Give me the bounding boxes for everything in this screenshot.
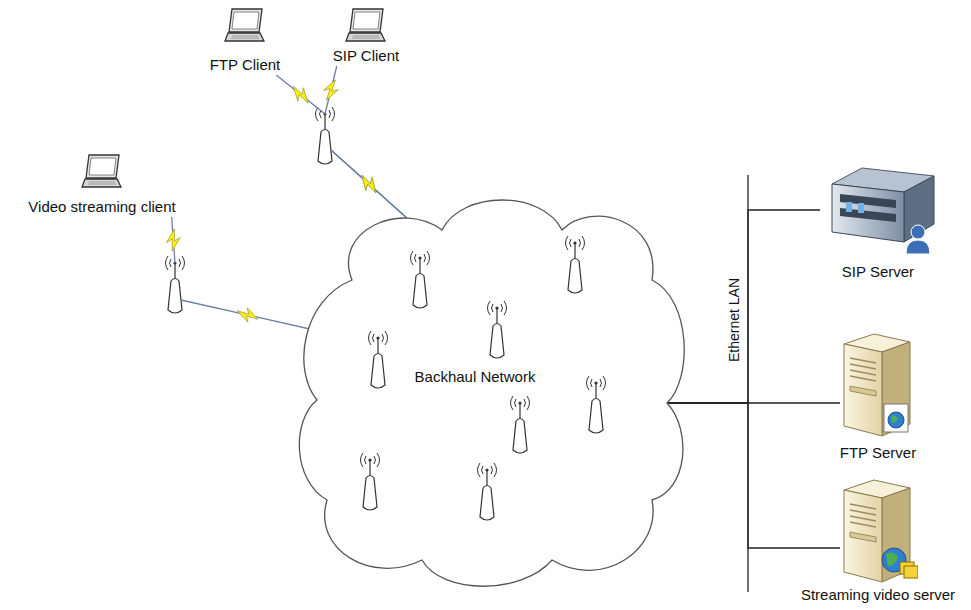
lan-link xyxy=(667,210,820,403)
lightning-symbol xyxy=(356,171,382,196)
server-tower-icon xyxy=(838,328,918,438)
client-node: Video streaming client xyxy=(28,152,175,215)
lightning-symbol xyxy=(235,306,260,324)
cloud-shape xyxy=(292,190,688,590)
node-label: Streaming video server xyxy=(801,586,955,603)
node-label: SIP Server xyxy=(842,263,914,280)
node-label: SIP Client xyxy=(333,47,399,64)
wireless-link xyxy=(172,217,315,330)
node-icon xyxy=(81,152,123,192)
node-icon xyxy=(224,6,266,46)
access-point xyxy=(166,256,185,313)
node-label: FTP Server xyxy=(840,444,916,461)
node-icon xyxy=(838,474,918,584)
server-node: SIP Server xyxy=(818,162,938,280)
backhaul-cloud: Backhaul Network xyxy=(292,190,688,590)
node-icon xyxy=(838,328,918,438)
sip-server-icon xyxy=(818,162,938,257)
node-label: Backhaul Network xyxy=(415,368,536,385)
laptop-icon xyxy=(224,6,266,46)
client-node: SIP Client xyxy=(333,6,399,64)
lightning-symbol xyxy=(288,82,314,107)
access-point xyxy=(316,107,335,164)
server-node: FTP Server xyxy=(838,328,918,461)
lightning-symbol xyxy=(166,229,182,252)
server-node: Streaming video server xyxy=(801,474,955,603)
laptop-icon xyxy=(345,6,387,46)
node-icon xyxy=(345,6,387,46)
node-label: Video streaming client xyxy=(28,198,175,215)
server-tower-icon xyxy=(838,474,918,584)
node-icon xyxy=(818,162,938,257)
node-label: FTP Client xyxy=(210,56,281,73)
laptop-icon xyxy=(81,152,123,192)
lightning-symbol xyxy=(321,78,340,103)
wireless-link xyxy=(325,66,407,218)
lan-link xyxy=(667,403,840,548)
bus-label: Ethernet LAN xyxy=(726,278,742,362)
wireless-link xyxy=(276,75,407,218)
client-node: FTP Client xyxy=(210,6,281,73)
